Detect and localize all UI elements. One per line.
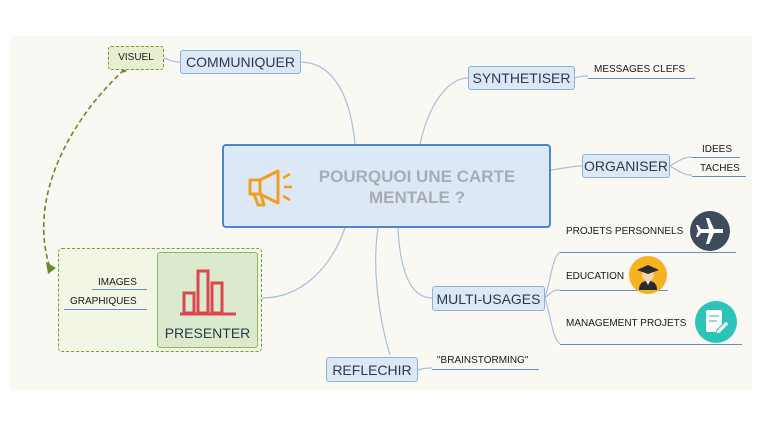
megaphone-icon xyxy=(248,169,292,207)
document-edit-icon xyxy=(695,301,737,343)
leaf-underline xyxy=(432,369,539,370)
leaf-underline xyxy=(588,78,695,79)
leaf-management-projets[interactable]: MANAGEMENT PROJETS xyxy=(566,318,687,329)
bar-chart-icon xyxy=(180,269,236,316)
branch-organiser[interactable]: ORGANISER xyxy=(582,154,670,178)
branch-multi-usages[interactable]: MULTI-USAGES xyxy=(432,286,545,311)
central-topic-title: POURQUOI UNE CARTE MENTALE ? xyxy=(318,167,516,207)
leaf-projets-personnels[interactable]: PROJETS PERSONNELS xyxy=(566,226,684,237)
leaf-visuel: VISUEL xyxy=(118,52,154,63)
branch-reflechir[interactable]: REFLECHIR xyxy=(326,357,418,382)
graduate-icon xyxy=(629,256,667,294)
leaf-idees[interactable]: IDEES xyxy=(702,144,733,155)
leaf-underline xyxy=(692,176,746,177)
leaf-underline xyxy=(560,344,742,345)
leaf-images[interactable]: IMAGES xyxy=(98,277,137,288)
leaf-underline xyxy=(92,289,147,290)
branch-communiquer[interactable]: COMMUNIQUER xyxy=(180,50,301,74)
presenter-label: PRESENTER xyxy=(164,325,251,341)
branch-synthetiser[interactable]: SYNTHETISER xyxy=(468,66,575,90)
leaf-visuel-group[interactable]: VISUEL xyxy=(108,46,164,70)
leaf-graphiques[interactable]: GRAPHIQUES xyxy=(70,296,137,307)
leaf-education[interactable]: EDUCATION xyxy=(566,271,625,282)
branch-presenter[interactable]: PRESENTER xyxy=(157,252,258,348)
leaf-taches[interactable]: TACHES xyxy=(700,163,740,174)
leaf-underline xyxy=(560,290,668,291)
leaf-messages-clefs[interactable]: MESSAGES CLEFS xyxy=(594,64,686,75)
central-topic[interactable]: POURQUOI UNE CARTE MENTALE ? xyxy=(222,144,551,228)
leaf-brainstorming[interactable]: "BRAINSTORMING" xyxy=(437,355,529,366)
leaf-underline xyxy=(64,309,147,310)
leaf-underline xyxy=(692,157,740,158)
leaf-underline xyxy=(560,252,736,253)
airplane-icon xyxy=(690,211,730,251)
